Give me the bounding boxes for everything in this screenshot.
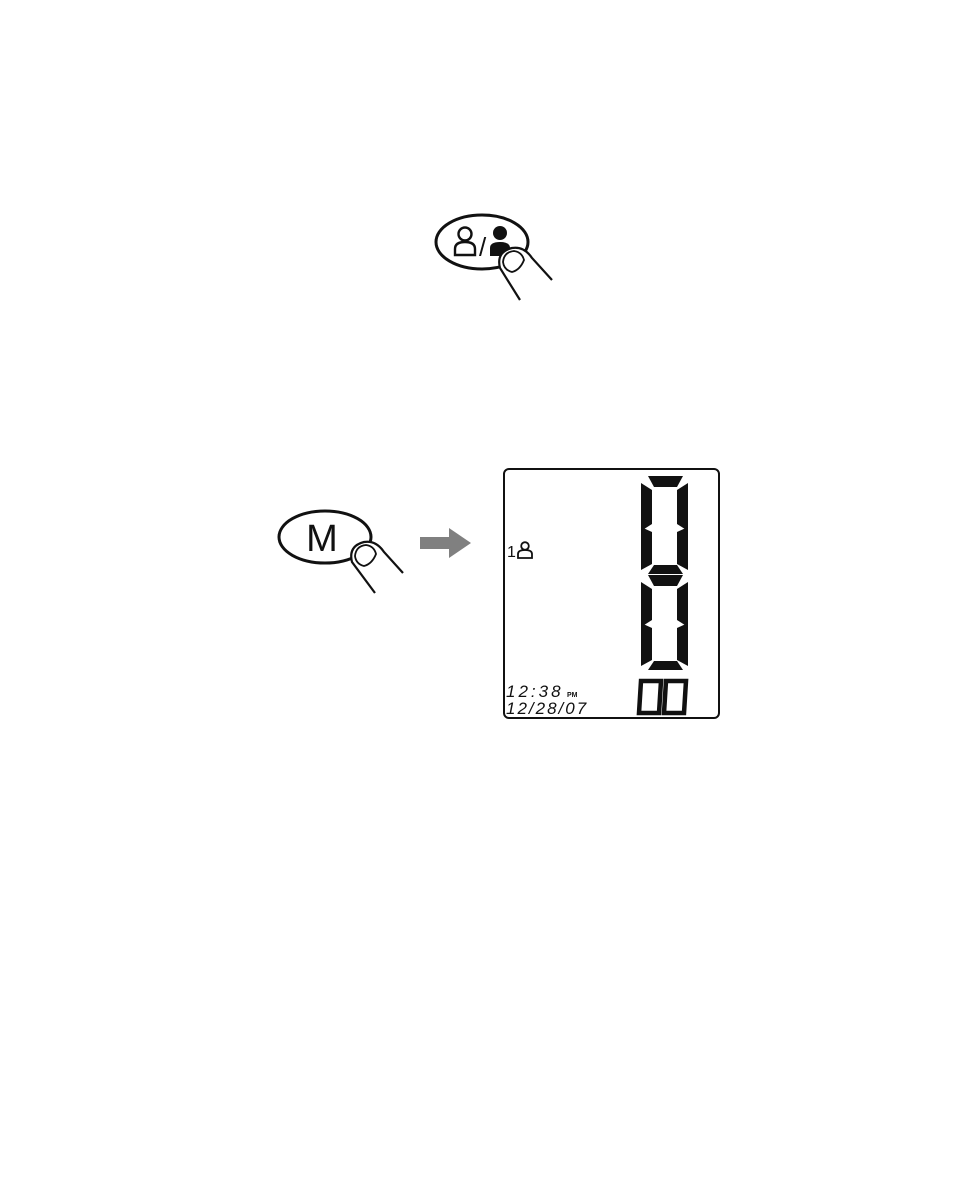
lcd-date: 12/28/07 [506,699,588,718]
lcd-ampm: PM [567,692,578,699]
user-button-separator: / [479,232,487,262]
memory-button[interactable]: M [279,511,403,593]
finger-icon [499,248,552,300]
user-select-button[interactable]: / [436,215,552,300]
lcd-user-number: 1 [507,544,516,561]
finger-icon [351,542,403,593]
memory-button-label: M [306,518,338,560]
arrow-right-icon [420,528,471,558]
lcd-display: 1 12:38 PM 1 [504,469,719,718]
